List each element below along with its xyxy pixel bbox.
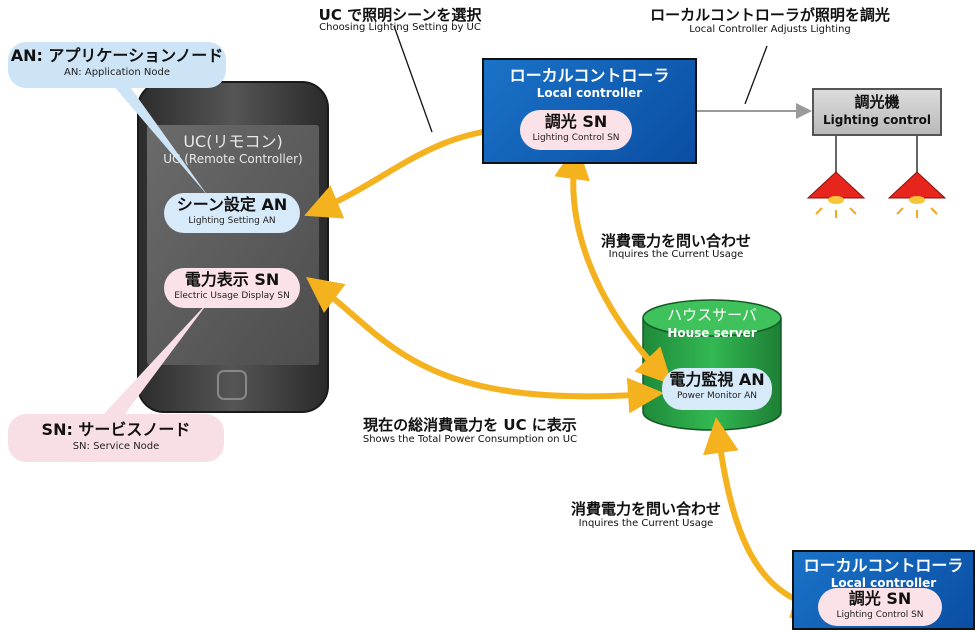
lighting-control-bottom-sub: Lighting Control SN <box>836 610 924 620</box>
power-display-sn[interactable]: 電力表示 SN Electric Usage Display SN <box>164 268 300 308</box>
local-bottom-title-ja: ローカルコントローラ <box>803 556 964 575</box>
lighting-control-top-label: 調光 SN <box>544 112 608 131</box>
label-inquire-bottom-en: Inquires the Current Usage <box>578 518 714 529</box>
power-monitor-label: 電力監視 AN <box>669 370 765 389</box>
scene-setting-label: シーン設定 AN <box>176 195 288 214</box>
local-top-title-ja: ローカルコントローラ <box>509 66 670 85</box>
sn-callout: SN: サービスノード SN: Service Node <box>8 414 224 462</box>
label-select-scene-en: Choosing Lighting Setting by UC <box>319 22 481 33</box>
local-top-title-en: Local controller <box>536 86 643 100</box>
uc-title-ja: UC(リモコン) <box>183 132 283 151</box>
lighting-control-sn-top[interactable]: 調光 SN Lighting Control SN <box>520 110 632 150</box>
uc-title-en: UC (Remote Controller) <box>163 152 303 166</box>
dimmer-box: 調光機 Lighting control <box>812 88 942 136</box>
dimmer-title-ja: 調光機 <box>854 93 900 111</box>
scene-setting-an[interactable]: シーン設定 AN Lighting Setting AN <box>164 193 300 233</box>
lamp-right-icon <box>887 171 947 218</box>
an-callout-title: AN: アプリケーションノード <box>10 46 224 65</box>
lighting-control-top-sub: Lighting Control SN <box>532 133 620 143</box>
leader-adjust <box>744 45 768 105</box>
leader-select <box>393 25 433 133</box>
label-inquire-bottom-ja: 消費電力を問い合わせ <box>570 500 721 518</box>
house-server-title: ハウスサーバ House server <box>643 306 781 341</box>
label-select-scene-ja: UC で照明シーンを選択 <box>318 6 482 24</box>
arrow-show-total <box>306 276 664 414</box>
label-adjust-en: Local Controller Adjusts Lighting <box>689 24 851 35</box>
label-adjust-ja: ローカルコントローラが照明を調光 <box>650 6 890 24</box>
power-display-sub: Electric Usage Display SN <box>174 291 290 301</box>
phone-screen-title: UC(リモコン) UC (Remote Controller) <box>147 132 319 167</box>
label-inquire-top-ja: 消費電力を問い合わせ <box>600 232 751 250</box>
power-monitor-an[interactable]: 電力監視 AN Power Monitor AN <box>662 368 772 410</box>
an-callout-subtitle: AN: Application Node <box>63 67 171 78</box>
house-server-en: House server <box>667 326 757 340</box>
lighting-control-bottom-label: 調光 SN <box>848 589 912 608</box>
lighting-control-sn-bottom[interactable]: 調光 SN Lighting Control SN <box>818 588 942 626</box>
arrow-inquire-bottom <box>703 417 829 619</box>
house-server-ja: ハウスサーバ <box>667 306 757 324</box>
sn-callout-tail <box>100 300 210 418</box>
label-inquire-top-en: Inquires the Current Usage <box>608 249 744 260</box>
sn-callout-title: SN: サービスノード <box>41 420 191 439</box>
an-callout: AN: アプリケーションノード AN: Application Node <box>8 42 226 88</box>
power-monitor-sub: Power Monitor AN <box>676 391 758 401</box>
dimmer-title-en: Lighting control <box>823 113 931 127</box>
sn-callout-subtitle: SN: Service Node <box>72 441 160 452</box>
local-bottom-title-en: Local controller <box>830 576 937 590</box>
label-show-total-en: Shows the Total Power Consumption on UC <box>362 434 578 445</box>
home-button-icon <box>217 370 247 400</box>
power-display-label: 電力表示 SN <box>184 270 280 289</box>
scene-setting-sub: Lighting Setting AN <box>188 216 276 226</box>
label-show-total-ja: 現在の総消費電力を UC に表示 <box>363 416 577 434</box>
an-callout-tail <box>112 84 208 196</box>
lamp-left-icon <box>806 171 866 218</box>
